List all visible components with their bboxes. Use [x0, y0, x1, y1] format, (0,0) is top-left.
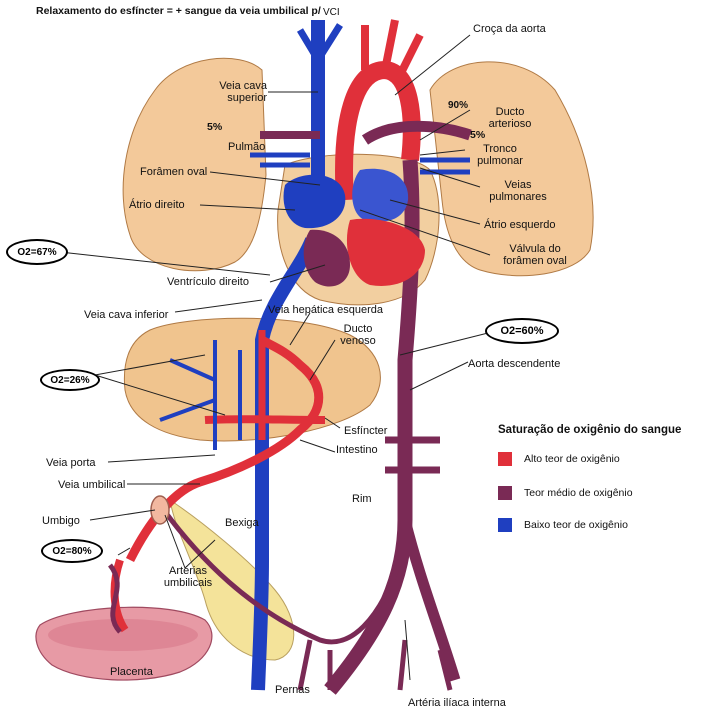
- label-veia-cava-sup-1: Veia cava: [219, 80, 267, 92]
- label-ducto-arterioso-2: arterioso: [488, 118, 532, 130]
- legend-title: Saturação de oxigênio do sangue: [498, 424, 682, 436]
- o2-tag-26: O2=26%: [40, 369, 100, 391]
- label-pernas: Pernas: [275, 684, 310, 696]
- right-ventricle: [303, 229, 350, 287]
- legend-swatch-mid: [498, 486, 512, 500]
- label-veia-umbilical: Veia umbilical: [58, 479, 126, 491]
- label-esfincter: Esfíncter: [344, 425, 388, 437]
- label-veia-cava-inferior: Veia cava inferior: [84, 309, 169, 321]
- o2-tag-80: O2=80%: [41, 539, 103, 563]
- left-lung: [122, 57, 267, 272]
- label-pct-5-right: 5%: [470, 129, 486, 141]
- label-tronco-pulmonar-2: pulmonar: [477, 155, 523, 167]
- label-ducto-venoso-2: venoso: [340, 335, 376, 347]
- umbilicus: [150, 495, 170, 525]
- label-valvula-1: Válvula do: [509, 243, 561, 255]
- left-ventricle: [346, 218, 425, 286]
- o2-tag-60: O2=60%: [485, 318, 559, 344]
- label-ducto-venoso-1: Ducto: [343, 323, 373, 335]
- label-placenta: Placenta: [110, 666, 153, 678]
- label-veias-pulmonares-1: Veias: [504, 179, 532, 191]
- label-umbigo: Umbigo: [42, 515, 80, 527]
- label-arterias-umbilicais-1: Artérias: [169, 565, 207, 577]
- pulmonary-trunk: [361, 120, 472, 145]
- right-lung: [429, 61, 594, 277]
- legend-swatch-low: [498, 518, 512, 532]
- label-valvula-2: forâmen oval: [503, 255, 567, 267]
- legend-label-mid: Teor médio de oxigênio: [524, 487, 633, 499]
- descending-aorta: [324, 159, 420, 695]
- label-ventriculo-direito: Ventrículo direito: [167, 276, 249, 288]
- header-caption: Relaxamento do esfíncter = + sangue da v…: [36, 5, 321, 17]
- label-aorta-descendente: Aorta descendente: [468, 358, 561, 370]
- umbilical-vein: [125, 336, 324, 563]
- label-veia-porta: Veia porta: [46, 457, 96, 469]
- o2-tag-67: O2=67%: [6, 239, 68, 265]
- inferior-vena-cava: [251, 237, 319, 691]
- label-arterias-umbilicais-2: umbilicais: [163, 577, 213, 589]
- label-veia-cava-sup-2: superior: [227, 92, 267, 104]
- label-bexiga: Bexiga: [225, 517, 259, 529]
- label-arteria-iliaca: Artéria ilíaca interna: [408, 697, 506, 709]
- label-ducto-arterioso-1: Ducto: [495, 106, 525, 118]
- umbilical-arteries: [157, 503, 403, 645]
- label-veias-pulmonares-2: pulmonares: [489, 191, 547, 203]
- label-veia-hepatica: Veia hepática esquerda: [268, 304, 383, 316]
- portal-vein: [159, 340, 242, 450]
- label-pct-5-left: 5%: [207, 121, 223, 133]
- aortic-arch: [335, 60, 421, 201]
- label-intestino: Intestino: [336, 444, 378, 456]
- label-foramen-oval: Forâmen oval: [140, 166, 208, 178]
- label-tronco-pulmonar-1: Tronco: [483, 143, 517, 155]
- label-croca-aorta: Croça da aorta: [473, 23, 546, 35]
- right-atrium: [283, 174, 346, 229]
- label-rim: Rim: [352, 493, 372, 505]
- label-pct-90: 90%: [448, 100, 469, 111]
- legend-label-high: Alto teor de oxigênio: [524, 453, 620, 465]
- header-caption-suffix: VCI: [323, 7, 340, 18]
- label-atrio-direito: Átrio direito: [129, 199, 185, 211]
- pulmonary-veins: [250, 152, 470, 175]
- legend-label-low: Baixo teor de oxigênio: [524, 519, 628, 531]
- label-atrio-esquerdo: Átrio esquerdo: [484, 219, 556, 231]
- left-atrium: [352, 168, 409, 222]
- label-pulmao: Pulmão: [228, 141, 266, 153]
- legend-swatch-high: [498, 452, 512, 466]
